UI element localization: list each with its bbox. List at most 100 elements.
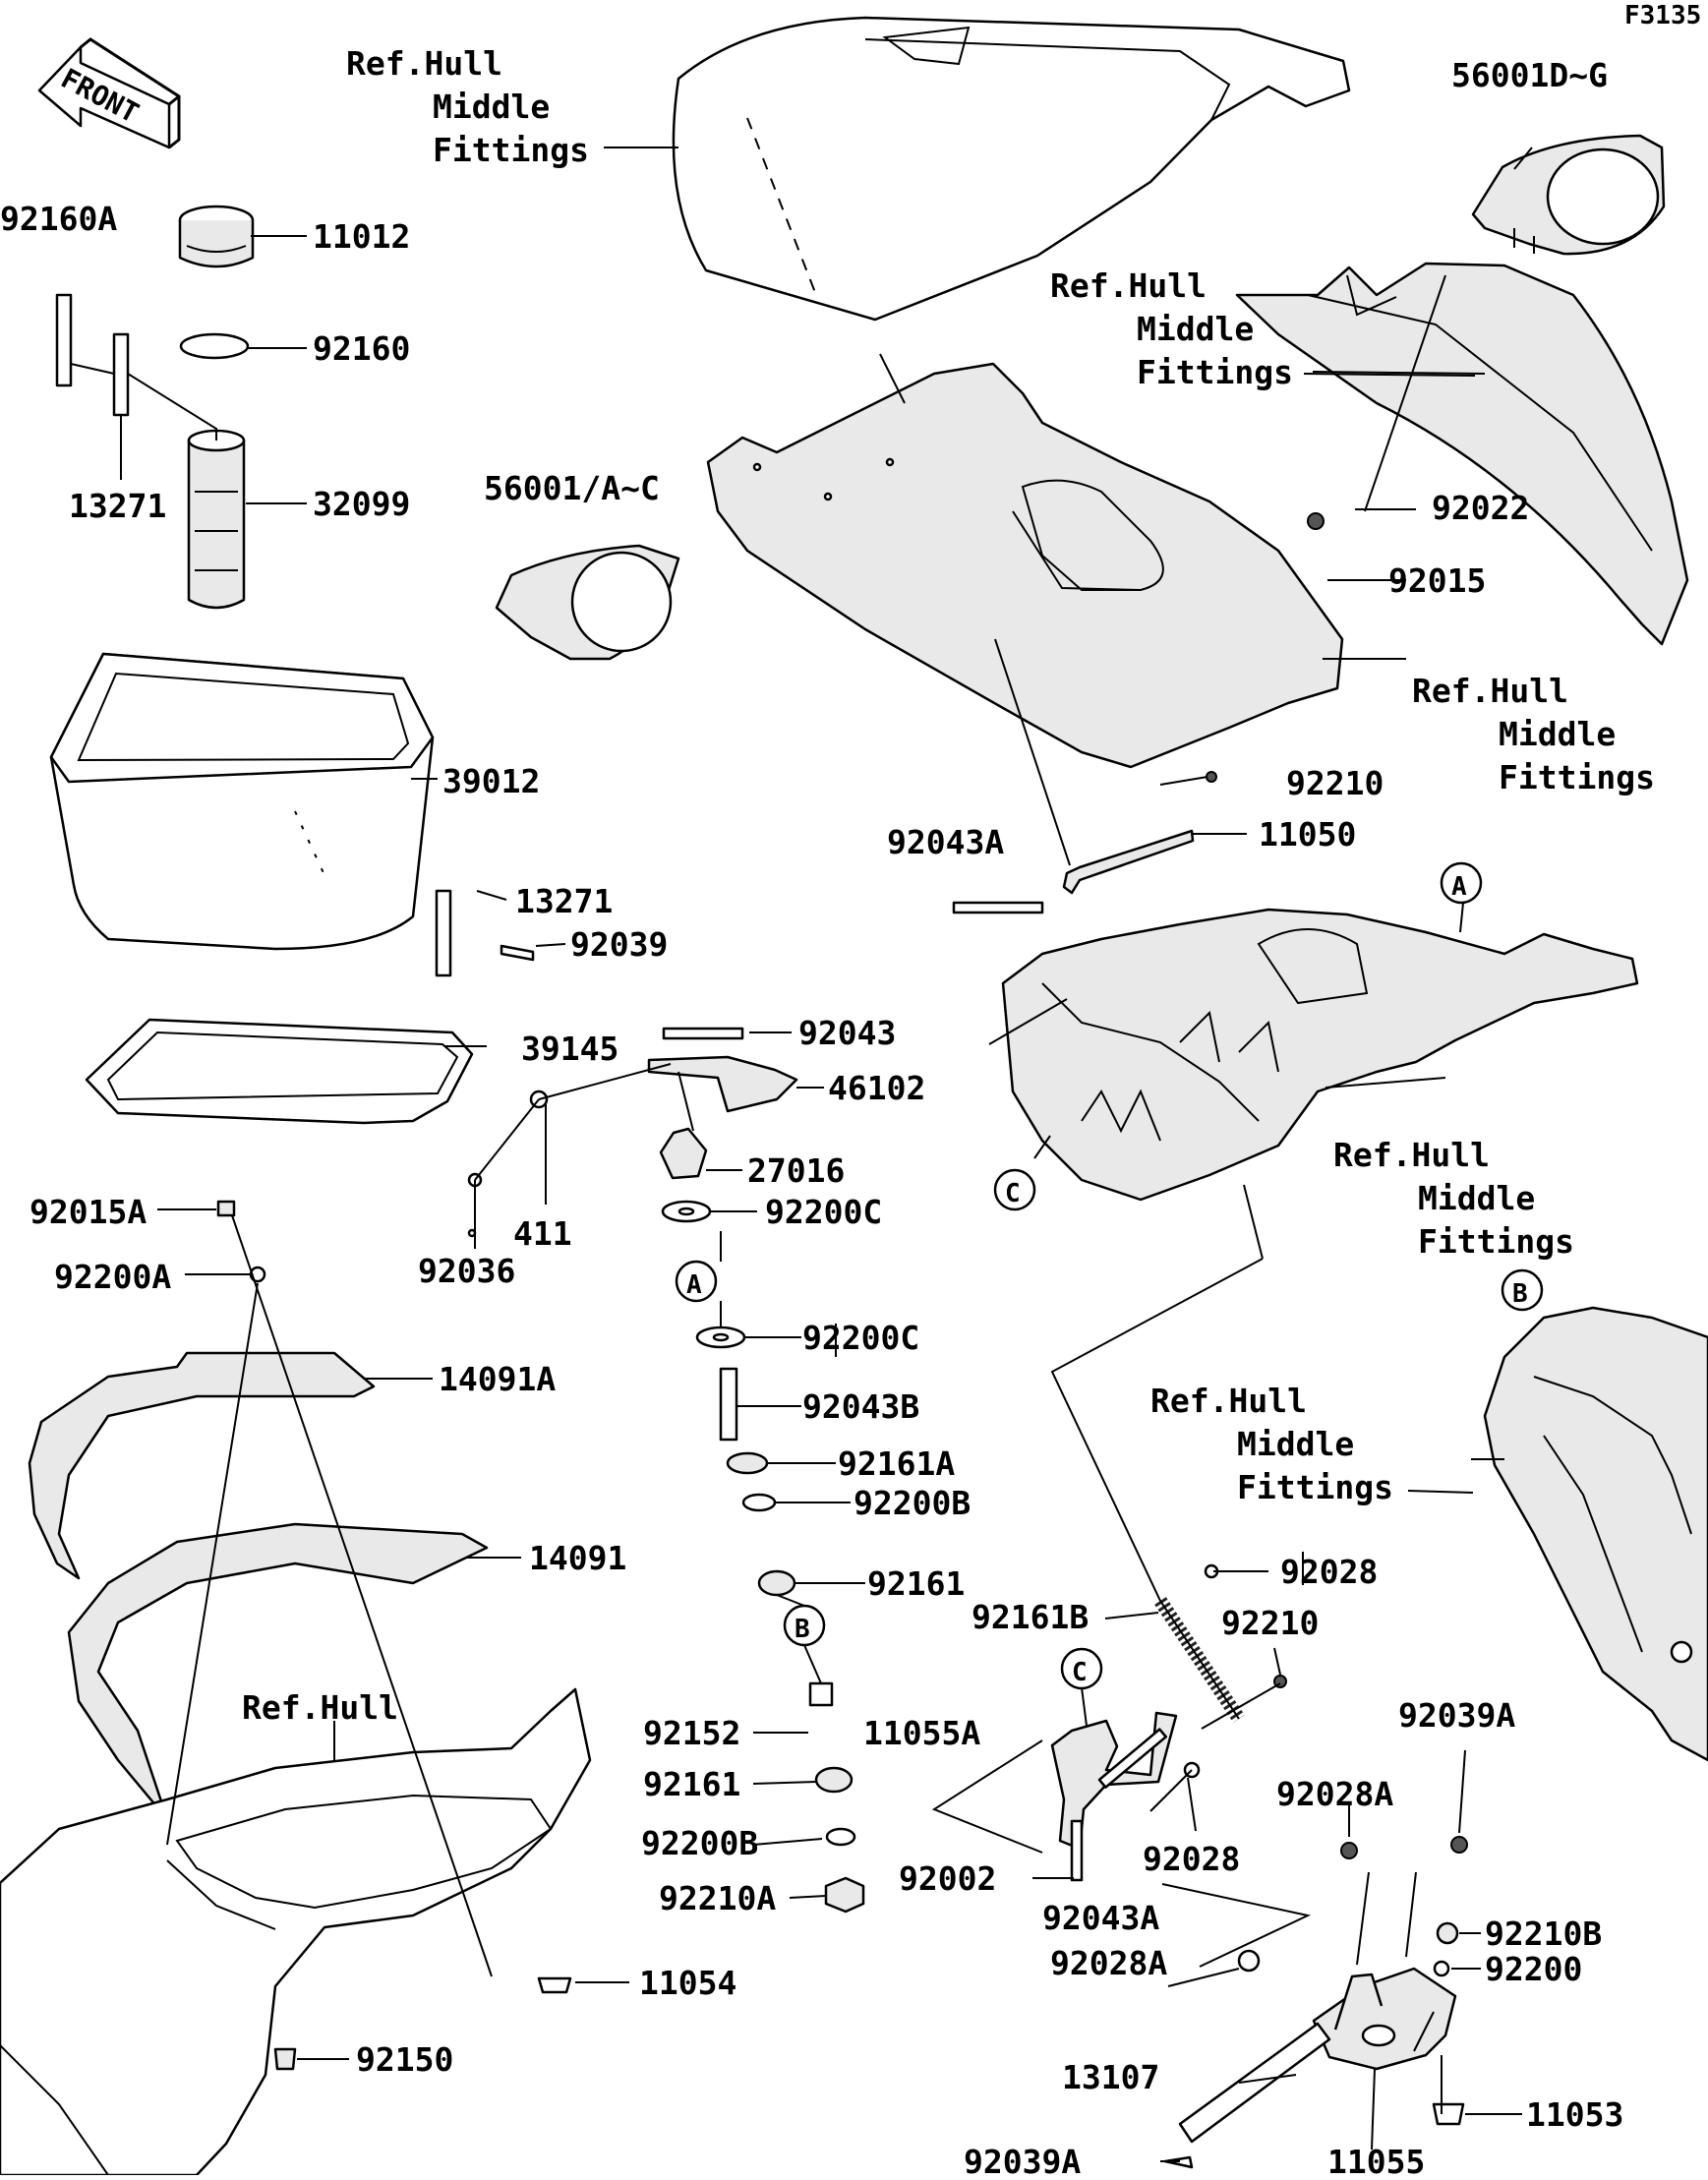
diagram-code: F3135 xyxy=(1624,1,1701,30)
svg-text:Fittings: Fittings xyxy=(1237,1468,1393,1506)
hull xyxy=(0,1687,592,2177)
label-92028A: 92028A xyxy=(1276,1775,1393,1813)
label-92039A: 92039A xyxy=(964,2143,1081,2175)
svg-text:Fittings: Fittings xyxy=(1499,758,1655,796)
label-92200C: 92200C xyxy=(765,1193,882,1231)
label-14091A: 14091A xyxy=(439,1360,556,1398)
bracket-11050 xyxy=(1062,829,1195,895)
washer-stack xyxy=(661,1200,865,1914)
label-56001-A-C: 56001/A~C xyxy=(484,469,660,507)
label-92015: 92015 xyxy=(1388,561,1486,600)
label-27016: 27016 xyxy=(747,1151,845,1190)
clip-13271 xyxy=(435,889,452,977)
label-92039A: 92039A xyxy=(1398,1696,1515,1735)
label-92150: 92150 xyxy=(356,2040,453,2079)
marker-b2: B xyxy=(783,1604,826,1647)
svg-text:A: A xyxy=(1451,872,1467,902)
label-92028: 92028 xyxy=(1280,1553,1378,1591)
svg-text:Ref.Hull: Ref.Hull xyxy=(1333,1136,1490,1174)
label-92200B: 92200B xyxy=(641,1824,758,1862)
label-11050: 11050 xyxy=(1259,815,1356,854)
svg-text:Ref.Hull: Ref.Hull xyxy=(1150,1382,1307,1420)
label-92028: 92028 xyxy=(1143,1840,1240,1878)
label-11054: 11054 xyxy=(639,1964,736,2002)
label-92161B: 92161B xyxy=(972,1598,1089,1636)
svg-text:B: B xyxy=(1512,1279,1528,1309)
svg-text:Fittings: Fittings xyxy=(433,131,589,169)
marker-c2: C xyxy=(1060,1647,1103,1690)
band-13271 xyxy=(112,332,130,417)
latch-assembly xyxy=(647,1055,798,1180)
label-13107: 13107 xyxy=(1062,2058,1159,2096)
spring xyxy=(1154,1597,1245,1723)
label-92161A: 92161A xyxy=(838,1444,955,1483)
label-92152: 92152 xyxy=(643,1714,740,1752)
label-92200A: 92200A xyxy=(54,1258,171,1296)
label-11012: 11012 xyxy=(313,217,410,256)
svg-text:Middle: Middle xyxy=(1499,715,1616,753)
svg-text:A: A xyxy=(686,1270,702,1300)
label-92200C: 92200C xyxy=(802,1319,919,1357)
label-92200: 92200 xyxy=(1485,1950,1582,1988)
callout-ref-hull-4: Ref.Hull Middle Fittings xyxy=(1333,1136,1574,1261)
label-46102: 46102 xyxy=(828,1069,925,1107)
label-13271: 13271 xyxy=(515,882,613,920)
filler-cap xyxy=(178,205,255,268)
storage-shroud xyxy=(706,362,1344,769)
left-storage-lid xyxy=(495,544,680,661)
callout-ref-hull-1: Ref.Hull Middle Fittings xyxy=(346,44,589,169)
label-92043A: 92043A xyxy=(887,823,1004,861)
svg-text:Ref.Hull: Ref.Hull xyxy=(1050,266,1207,305)
callout-ref-hull-2: Ref.Hull Middle Fittings xyxy=(1050,266,1293,391)
label-56001D-G: 56001D~G xyxy=(1451,56,1608,94)
label-39145: 39145 xyxy=(521,1030,618,1068)
label-92210: 92210 xyxy=(1286,764,1384,802)
label-39012: 39012 xyxy=(442,762,540,800)
marker-c1: C xyxy=(993,1168,1036,1211)
label-92015A: 92015A xyxy=(29,1193,147,1231)
label-11055: 11055 xyxy=(1327,2143,1425,2175)
label-11053: 11053 xyxy=(1526,2095,1623,2134)
label-92039: 92039 xyxy=(570,925,668,964)
svg-text:Middle: Middle xyxy=(1137,310,1254,348)
label-14091: 14091 xyxy=(529,1539,626,1577)
label-92036: 92036 xyxy=(418,1252,515,1290)
label-92002: 92002 xyxy=(899,1859,996,1898)
label-13271: 13271 xyxy=(69,487,166,525)
pin-92039 xyxy=(500,944,535,962)
front-arrow-icon: FRONT xyxy=(37,37,181,149)
svg-text:Middle: Middle xyxy=(1418,1179,1535,1217)
marker-a2: A xyxy=(675,1260,718,1303)
svg-text:C: C xyxy=(1072,1658,1088,1687)
callout-ref-hull-6: Ref.Hull xyxy=(242,1688,398,1727)
right-storage-lid xyxy=(1471,134,1666,256)
rod-13107 xyxy=(1178,2022,1331,2144)
svg-text:Fittings: Fittings xyxy=(1418,1222,1574,1261)
leader-lines xyxy=(70,147,1533,2162)
label-92210A: 92210A xyxy=(659,1879,776,1917)
label-92210B: 92210B xyxy=(1485,1915,1602,1953)
label-92043A: 92043A xyxy=(1042,1899,1159,1937)
bin-seal xyxy=(85,1018,474,1125)
svg-text:B: B xyxy=(795,1615,810,1644)
right-side-panel xyxy=(1235,262,1689,646)
label-92028A: 92028A xyxy=(1050,1944,1167,1982)
svg-text:Middle: Middle xyxy=(433,88,550,126)
label-92210: 92210 xyxy=(1221,1604,1319,1642)
svg-text:C: C xyxy=(1005,1179,1021,1208)
gasket-92160 xyxy=(179,332,250,360)
label-411: 411 xyxy=(513,1214,572,1253)
callout-ref-hull-3: Ref.Hull Middle Fittings xyxy=(1412,672,1655,796)
marker-b1: B xyxy=(1501,1268,1544,1312)
strip-92160A xyxy=(55,293,73,387)
part-labels: 56001D~G 92160A 11012 92160 13271 32099 … xyxy=(0,56,1623,2180)
label-92043B: 92043B xyxy=(802,1387,919,1426)
label-92161: 92161 xyxy=(643,1765,740,1803)
cowl-right-b xyxy=(1483,1306,1708,1762)
label-92160: 92160 xyxy=(313,329,410,368)
filler-neck xyxy=(187,429,246,610)
lock-11055 xyxy=(1312,1967,1457,2071)
storage-bin xyxy=(49,652,435,951)
svg-text:Fittings: Fittings xyxy=(1137,353,1293,391)
